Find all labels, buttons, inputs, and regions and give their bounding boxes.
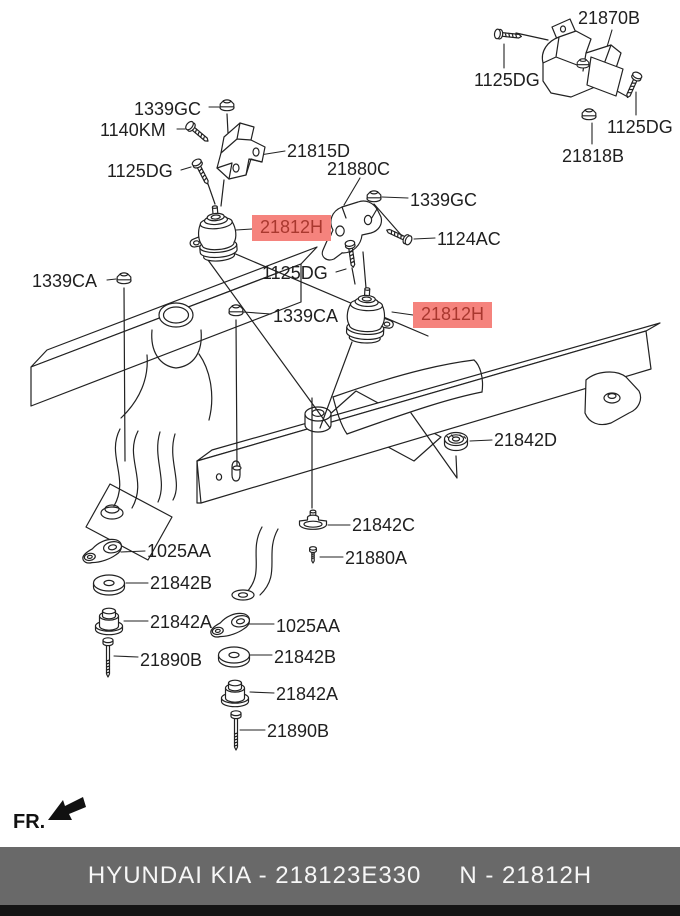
flange-nut-1339ca-icon — [116, 272, 132, 285]
part-label-21815d: 21815D — [287, 141, 351, 161]
bolt-1125dg-icon — [622, 70, 644, 101]
part-label-1025aa-1: 1025AA — [147, 541, 212, 561]
front-arrow-icon — [48, 797, 86, 820]
part-label-21880c: 21880C — [327, 159, 391, 179]
bushing-21842a-icon — [94, 607, 124, 636]
bolt-1125dg-icon — [493, 28, 523, 42]
washer-21842b-icon — [92, 574, 126, 596]
part-label-21842b-1: 21842B — [150, 573, 213, 593]
part-label-1140km: 1140KM — [100, 120, 166, 140]
long-bolt-21890b-icon — [102, 637, 114, 678]
part-label-21880a: 21880A — [345, 548, 408, 568]
bracket-stud-nut-icon — [576, 58, 590, 69]
part-label-1125dg-3: 1125DG — [107, 161, 173, 181]
part-label-21890b-1: 21890B — [140, 650, 203, 670]
footer-part-code: N - 21812H — [459, 862, 593, 889]
rod-bracket-1025aa-icon — [79, 537, 125, 566]
part-label-21812h-highlighted-1: 21812H — [252, 215, 332, 241]
flange-nut-21818b-icon — [581, 108, 597, 121]
stopper-21842c-icon — [298, 509, 328, 530]
long-bolt-21890b-icon — [230, 710, 242, 751]
vehicle-frame-drawing — [30, 32, 661, 601]
part-label-21842c: 21842C — [352, 515, 416, 535]
bolt-1124ac-icon — [384, 225, 414, 247]
part-label-21890b-2: 21890B — [267, 721, 330, 741]
bolt-1125dg-icon — [190, 157, 213, 187]
catalog-footer-bar: HYUNDAI KIA - 218123E330 N - 21812H — [0, 847, 680, 905]
footer-brand-code: HYUNDAI KIA - 218123E330 — [87, 862, 422, 889]
part-label-1125dg-2: 1125DG — [607, 117, 673, 137]
part-label-1339ca-2: 1339CA — [273, 306, 339, 326]
part-label-1124ac: 1124AC — [437, 229, 501, 249]
bushing-21842a-icon — [220, 679, 250, 708]
part-label-1339ca-1: 1339CA — [32, 271, 98, 291]
flange-nut-1339gc-icon — [219, 99, 235, 112]
bolt-1140km-icon — [183, 119, 212, 146]
engine-mount-left-icon — [186, 203, 239, 264]
part-label-1025aa-2: 1025AA — [276, 616, 341, 636]
bracket-21815d-drawing — [216, 122, 266, 180]
part-label-21812h-highlighted-2: 21812H — [413, 302, 493, 328]
bracket-21880c-drawing — [321, 200, 383, 261]
washer-21842b-icon — [217, 646, 251, 668]
part-label-1339gc-1: 1339GC — [134, 99, 202, 119]
bolt-21880a-icon — [309, 546, 317, 564]
engine-mount-right-icon — [345, 286, 396, 346]
rod-bracket-1025aa-icon — [207, 611, 253, 640]
part-label-1339gc-2: 1339GC — [410, 190, 478, 210]
flange-nut-1339ca-icon — [228, 304, 244, 317]
grommet-21842d-icon — [443, 431, 469, 452]
part-label-21842a-1: 21842A — [150, 612, 213, 632]
part-label-1125dg-4: 1125DG — [262, 263, 328, 283]
part-label-21842b-2: 21842B — [274, 647, 337, 667]
part-label-21870b: 21870B — [578, 8, 641, 28]
part-label-21818b: 21818B — [562, 146, 625, 166]
bracket-21870b-drawing — [541, 18, 624, 98]
leader-lines — [106, 29, 637, 731]
front-direction-indicator: FR. — [13, 792, 103, 840]
footer-bottom-strip — [0, 905, 680, 916]
flange-nut-1339gc-icon — [366, 190, 382, 203]
part-label-21842d: 21842D — [494, 430, 558, 450]
front-label: FR. — [13, 811, 46, 833]
parts-glyphs — [79, 18, 644, 751]
part-label-1125dg-1: 1125DG — [474, 70, 540, 90]
part-label-21842a-2: 21842A — [276, 684, 339, 704]
